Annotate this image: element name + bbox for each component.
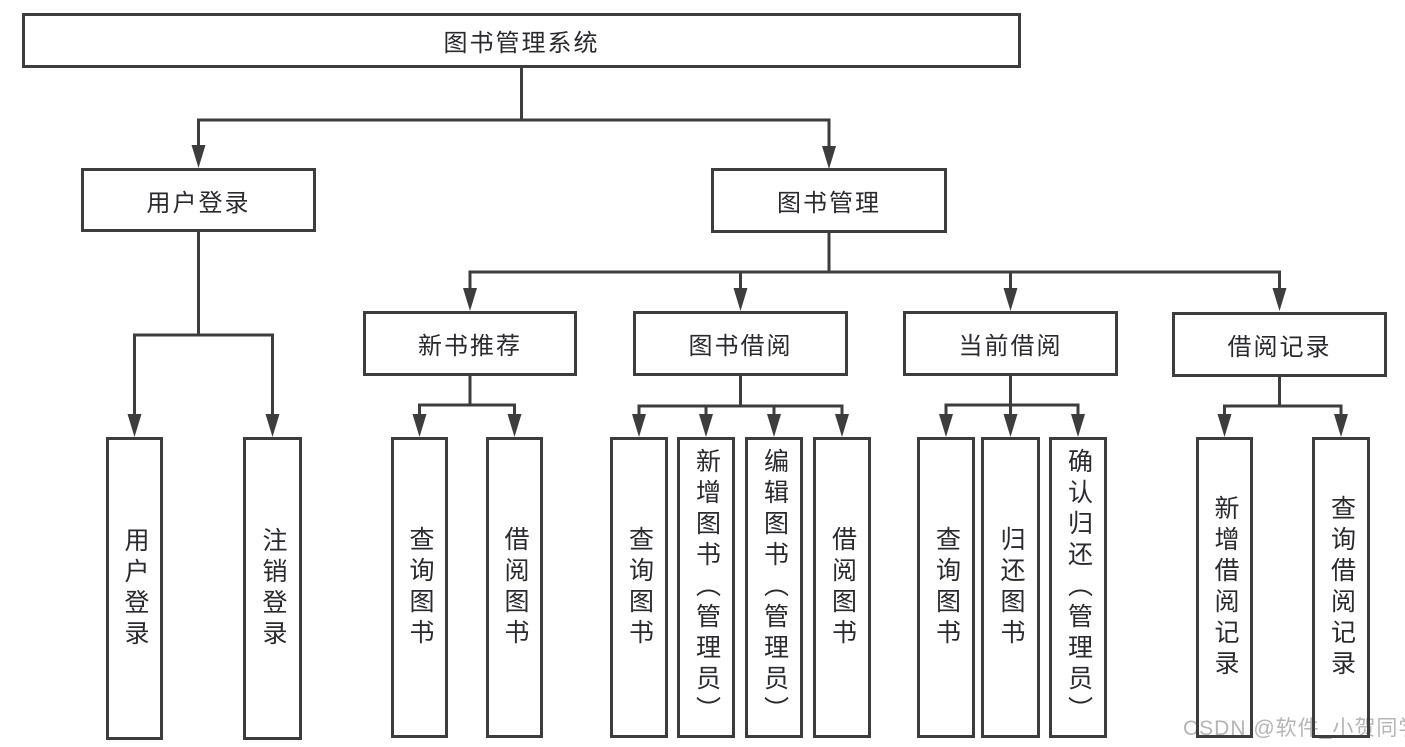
leaf-records-add-record: 新增借阅记录: [1196, 437, 1253, 738]
leaf-recommend-borrow-book: 借阅图书: [486, 437, 543, 738]
leaf-borrow-add-book-admin: 新增图书（管理员）: [677, 437, 735, 738]
leaf-records-query-record: 查询借阅记录: [1312, 437, 1370, 738]
watermark: CSDN @软件_小贺同学: [1183, 717, 1405, 740]
leaf-current-confirm-return-admin: 确认归还（管理员）: [1049, 437, 1107, 738]
node-user-login: 用户登录: [81, 168, 316, 232]
leaf-borrow-edit-book-admin: 编辑图书（管理员）: [745, 437, 803, 738]
leaf-current-return-book: 归还图书: [981, 437, 1040, 738]
leaf-logout: 注销登录: [243, 437, 302, 740]
leaf-recommend-query-book: 查询图书: [391, 437, 448, 738]
node-root: 图书管理系统: [22, 13, 1021, 68]
leaf-borrow-query-book: 查询图书: [610, 437, 668, 738]
node-book-borrow: 图书借阅: [633, 311, 848, 376]
node-new-book-recommend: 新书推荐: [363, 311, 577, 376]
node-current-borrow: 当前借阅: [903, 311, 1118, 376]
leaf-current-query-book: 查询图书: [917, 437, 975, 738]
node-borrow-records: 借阅记录: [1172, 312, 1387, 377]
leaf-borrow-borrow-book: 借阅图书: [813, 437, 871, 738]
node-book-management: 图书管理: [711, 168, 947, 233]
leaf-user-login: 用户登录: [106, 437, 163, 740]
